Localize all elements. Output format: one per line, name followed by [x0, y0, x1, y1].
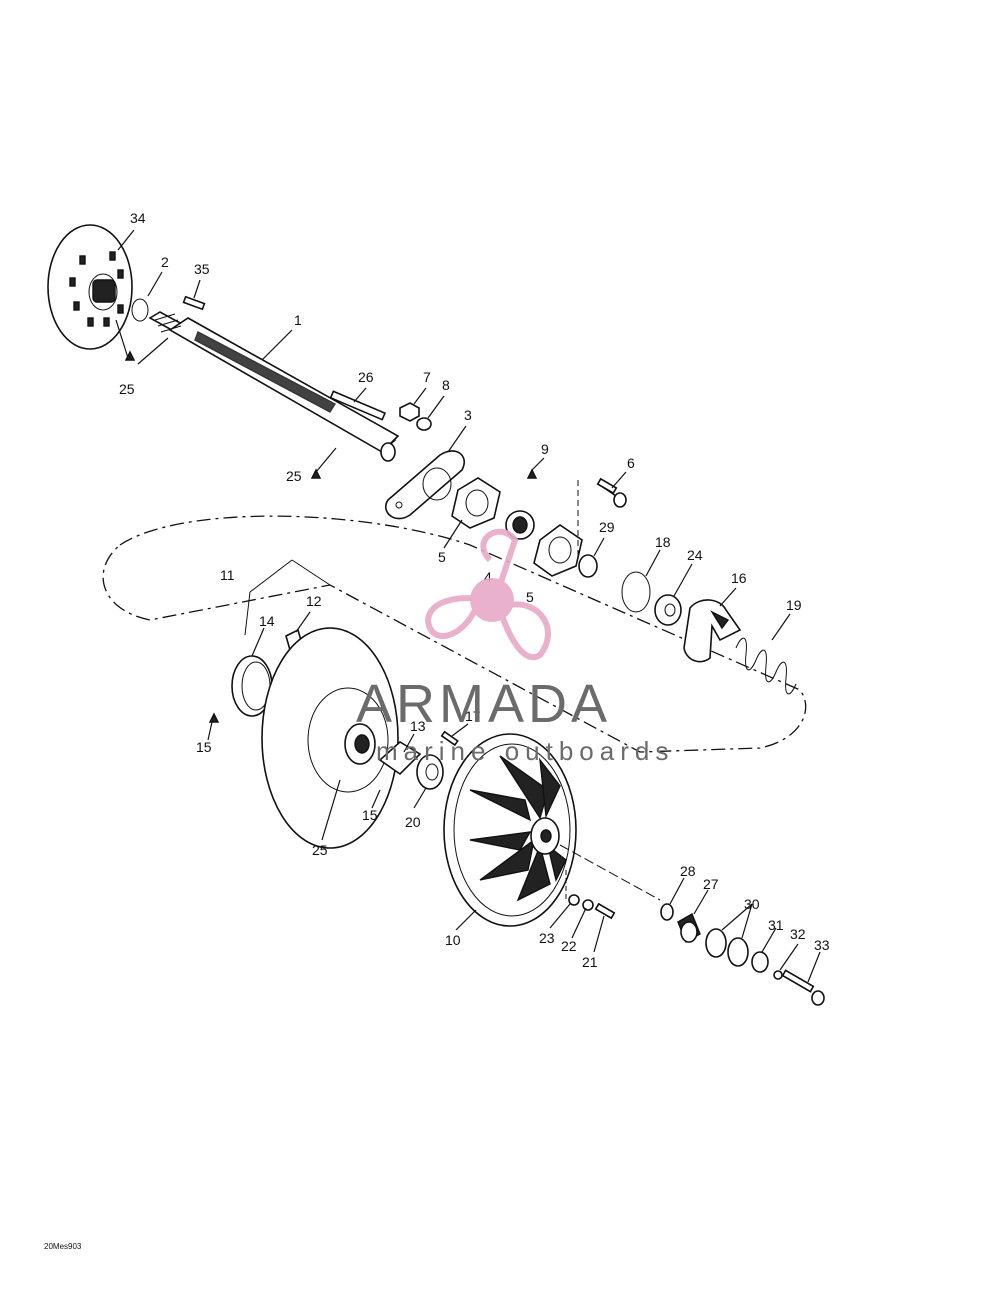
part-30-washer [705, 928, 727, 958]
part-33-bolt [781, 969, 825, 1006]
part-18-circlip [621, 571, 651, 613]
callout-34: 34 [130, 210, 146, 226]
part-7-nut [399, 402, 420, 422]
part-31-washer [751, 951, 769, 973]
callout-18: 18 [655, 534, 671, 550]
callout-20: 20 [405, 814, 421, 830]
part-27-bushing [677, 912, 701, 944]
axis-line [559, 844, 661, 901]
figure-code: 20Mes903 [44, 1242, 82, 1251]
callout-28: 28 [680, 863, 696, 879]
leader-lines [115, 229, 821, 983]
callout-24: 24 [687, 547, 703, 563]
callout-30: 30 [744, 896, 760, 912]
callout-26: 26 [358, 369, 374, 385]
part-11-sheave [261, 627, 399, 849]
part-10-fixed-sheave [443, 733, 577, 927]
part-4-bearing [505, 510, 535, 540]
callout-15: 15 [196, 739, 212, 755]
part-30-washer [727, 937, 749, 967]
callout-17: 17 [465, 708, 481, 724]
part-19-spring [735, 637, 797, 695]
callout-13: 13 [410, 718, 426, 734]
part-9-fitting [526, 468, 538, 479]
part-22-lockwasher [582, 899, 594, 911]
part-11-bracket [244, 559, 331, 636]
callout-8: 8 [442, 377, 450, 393]
callout-4: 4 [484, 569, 492, 585]
callout-15: 15 [362, 807, 378, 823]
callout-29: 29 [599, 519, 615, 535]
part-25-fitting [310, 468, 322, 479]
part-26-key [329, 390, 386, 421]
callout-14: 14 [259, 613, 275, 629]
callout-labels: 34 2 35 1 25 26 7 8 3 25 9 6 5 29 18 4 5… [119, 210, 830, 970]
callout-10: 10 [445, 932, 461, 948]
armada-watermark: ARMADA marine outboards [356, 528, 674, 766]
callout-35: 35 [194, 261, 210, 277]
part-2-oring [131, 298, 149, 322]
part-34-disc [47, 224, 133, 350]
callout-25: 25 [286, 468, 302, 484]
part-5-flange [533, 524, 583, 577]
assembly-boundary [102, 515, 807, 753]
callout-11: 11 [220, 567, 235, 583]
callout-23: 23 [539, 930, 555, 946]
callout-2: 2 [161, 254, 169, 270]
callout-3: 3 [464, 407, 472, 423]
part-5-flange [451, 477, 501, 529]
part-1-shaft [148, 311, 400, 462]
watermark-tagline: marine outboards [376, 736, 674, 766]
callout-7: 7 [423, 369, 431, 385]
callout-5: 5 [438, 549, 446, 565]
callout-31: 31 [768, 917, 784, 933]
part-8-washer [416, 417, 432, 431]
callout-33: 33 [814, 937, 830, 953]
callout-16: 16 [731, 570, 747, 586]
part-24-washer [654, 594, 682, 626]
callout-6: 6 [627, 455, 635, 471]
callout-22: 22 [561, 938, 577, 954]
part-3-plate [385, 450, 465, 520]
part-16-cam [683, 599, 742, 663]
callout-19: 19 [786, 597, 802, 613]
part-13-bushing [378, 741, 422, 776]
part-17-pin [440, 730, 459, 747]
part-28-washer [660, 903, 674, 921]
callout-9: 9 [541, 441, 549, 457]
part-15-fitting [208, 712, 220, 723]
part-32-lockwasher [773, 970, 783, 980]
part-35-key [182, 295, 206, 311]
part-25-fitting [124, 350, 136, 361]
callout-5: 5 [526, 589, 534, 605]
part-21-screw [594, 902, 616, 920]
callout-12: 12 [306, 593, 322, 609]
propeller-logo-icon [424, 528, 552, 661]
callout-32: 32 [790, 926, 806, 942]
callout-21: 21 [582, 954, 598, 970]
callout-1: 1 [294, 312, 302, 328]
part-29-spacer [578, 554, 598, 578]
callout-25: 25 [119, 381, 135, 397]
callout-25: 25 [312, 842, 328, 858]
callout-27: 27 [703, 876, 719, 892]
part-23-washer [568, 894, 580, 906]
part-6-bolt [596, 477, 627, 508]
watermark-brand: ARMADA [356, 674, 611, 734]
part-20-washer [416, 754, 444, 790]
